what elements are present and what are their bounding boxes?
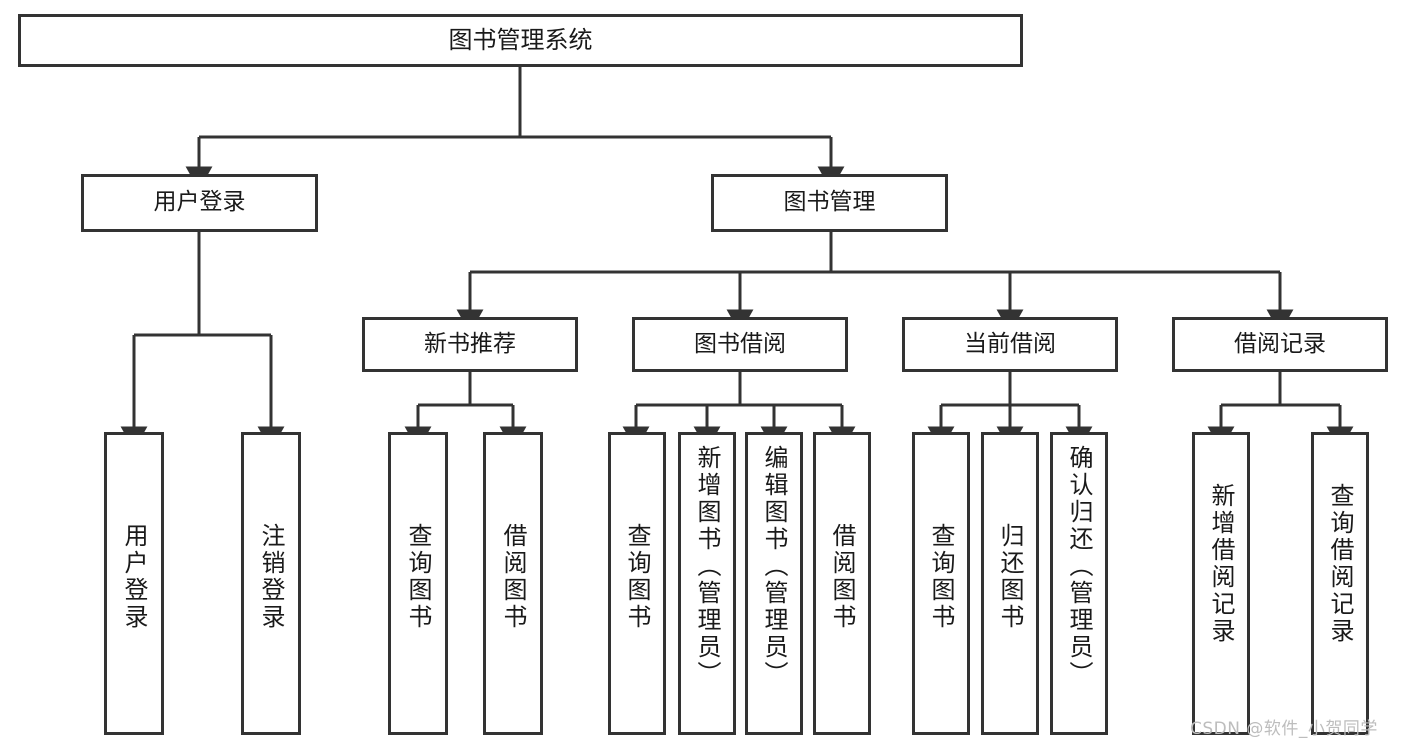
leaf-confirm-return[interactable]: 确认归还（管理员）: [1050, 432, 1108, 735]
node-user-login-label: 用户登录: [153, 189, 246, 216]
node-new-book-recommend[interactable]: 新书推荐: [362, 317, 578, 372]
node-new-book-recommend-label: 新书推荐: [424, 330, 516, 357]
node-book-borrow-label: 图书借阅: [694, 330, 786, 357]
leaf-query-book-3-label: 查询图书: [927, 523, 955, 631]
leaf-borrow-book-1[interactable]: 借阅图书: [483, 432, 543, 735]
node-borrow-record[interactable]: 借阅记录: [1172, 317, 1388, 372]
leaf-query-book-3[interactable]: 查询图书: [912, 432, 970, 735]
leaf-query-book-1[interactable]: 查询图书: [388, 432, 448, 735]
node-book-borrow[interactable]: 图书借阅: [632, 317, 848, 372]
leaf-edit-book-label: 编辑图书（管理员）: [760, 445, 788, 688]
leaf-query-book-2-label: 查询图书: [623, 523, 651, 631]
leaf-logout-label: 注销登录: [257, 523, 285, 631]
node-borrow-record-label: 借阅记录: [1234, 330, 1326, 357]
leaf-add-record[interactable]: 新增借阅记录: [1192, 432, 1250, 735]
node-current-borrow[interactable]: 当前借阅: [902, 317, 1118, 372]
leaf-query-record-label: 查询借阅记录: [1326, 483, 1354, 645]
leaf-return-book[interactable]: 归还图书: [981, 432, 1039, 735]
leaf-query-book-2[interactable]: 查询图书: [608, 432, 666, 735]
leaf-add-record-label: 新增借阅记录: [1207, 483, 1235, 645]
node-root-label: 图书管理系统: [448, 26, 593, 55]
watermark: CSDN @软件_小贺同学: [1190, 719, 1378, 739]
node-user-login[interactable]: 用户登录: [81, 174, 318, 232]
leaf-add-book-label: 新增图书（管理员）: [693, 445, 721, 688]
leaf-edit-book[interactable]: 编辑图书（管理员）: [745, 432, 803, 735]
leaf-query-book-1-label: 查询图书: [404, 523, 432, 631]
leaf-borrow-book-2-label: 借阅图书: [828, 523, 856, 631]
leaf-borrow-book-1-label: 借阅图书: [499, 523, 527, 631]
leaf-confirm-return-label: 确认归还（管理员）: [1065, 445, 1093, 688]
leaf-user-login[interactable]: 用户登录: [104, 432, 164, 735]
leaf-return-book-label: 归还图书: [996, 523, 1024, 631]
node-book-manage[interactable]: 图书管理: [711, 174, 948, 232]
leaf-logout[interactable]: 注销登录: [241, 432, 301, 735]
leaf-user-login-label: 用户登录: [120, 523, 148, 631]
node-book-manage-label: 图书管理: [783, 189, 876, 216]
leaf-query-record[interactable]: 查询借阅记录: [1311, 432, 1369, 735]
leaf-add-book[interactable]: 新增图书（管理员）: [678, 432, 736, 735]
leaf-borrow-book-2[interactable]: 借阅图书: [813, 432, 871, 735]
node-current-borrow-label: 当前借阅: [964, 330, 1056, 357]
node-root[interactable]: 图书管理系统: [18, 14, 1023, 67]
